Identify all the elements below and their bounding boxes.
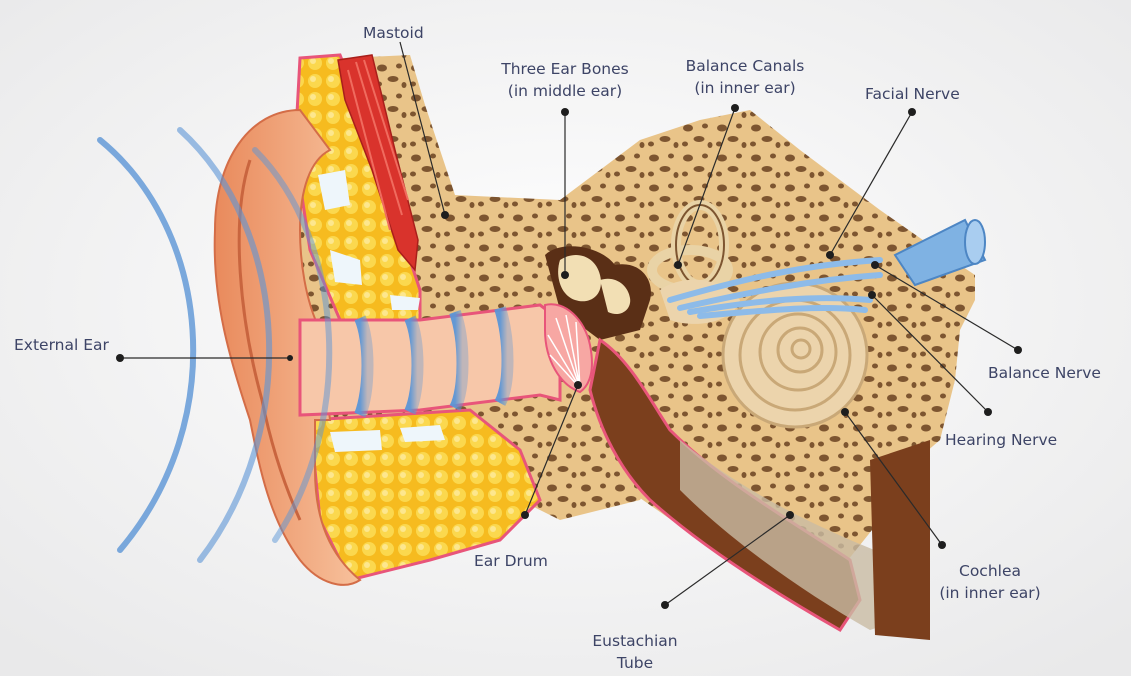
label-mastoid-text: Mastoid <box>363 22 424 44</box>
label-ear-drum: Ear Drum <box>474 550 548 572</box>
label-three-ear-bones: Three Ear Bones (in middle ear) <box>480 58 650 102</box>
fat-patch <box>330 430 382 452</box>
label-eustachian-line1: Eustachian <box>580 630 690 652</box>
tube-wall <box>870 440 930 640</box>
label-hearing-nerve-text: Hearing Nerve <box>945 429 1057 451</box>
label-hearing-nerve: Hearing Nerve <box>945 429 1057 451</box>
label-balance-canals-line2: (in inner ear) <box>665 77 825 99</box>
label-ear-drum-text: Ear Drum <box>474 550 548 572</box>
label-external-ear-text: External Ear <box>14 334 109 356</box>
label-mastoid: Mastoid <box>363 22 424 44</box>
label-facial-nerve-text: Facial Nerve <box>865 83 960 105</box>
fat-patch <box>400 425 445 442</box>
facial-nerve-end <box>965 220 985 264</box>
label-balance-nerve: Balance Nerve <box>988 362 1101 384</box>
label-external-ear: External Ear <box>14 334 109 356</box>
label-balance-canals: Balance Canals (in inner ear) <box>665 55 825 99</box>
label-balance-canals-line1: Balance Canals <box>665 55 825 77</box>
ear-canal <box>300 305 560 415</box>
label-balance-nerve-text: Balance Nerve <box>988 362 1101 384</box>
label-ear-bones-line2: (in middle ear) <box>480 80 650 102</box>
label-cochlea: Cochlea (in inner ear) <box>920 560 1060 604</box>
label-eustachian-tube: Eustachian Tube <box>580 630 690 674</box>
label-eustachian-line2: Tube <box>580 652 690 674</box>
label-facial-nerve: Facial Nerve <box>865 83 960 105</box>
label-cochlea-line1: Cochlea <box>920 560 1060 582</box>
label-cochlea-line2: (in inner ear) <box>920 582 1060 604</box>
label-ear-bones-line1: Three Ear Bones <box>480 58 650 80</box>
